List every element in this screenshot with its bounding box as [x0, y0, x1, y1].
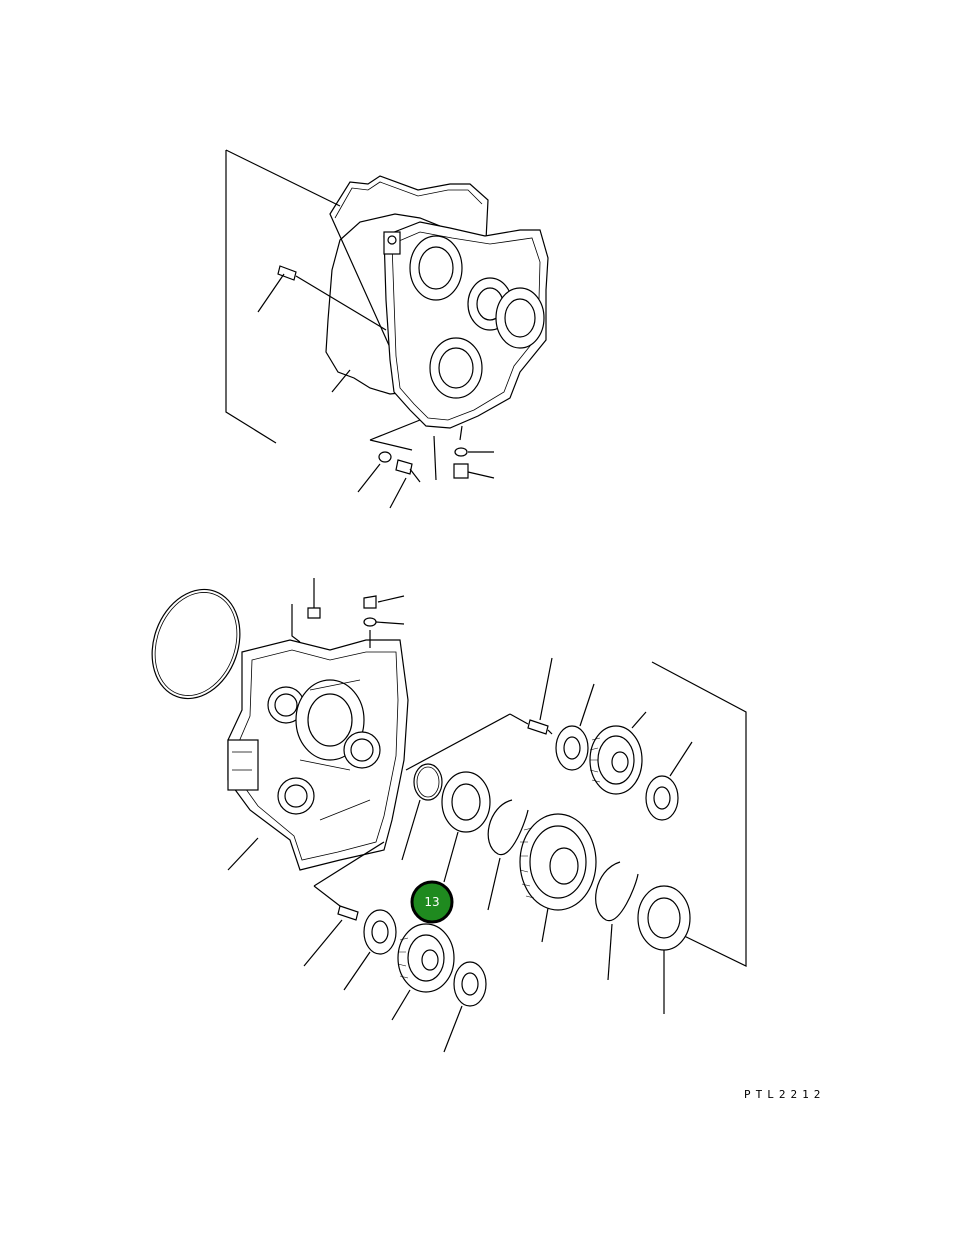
upper-drain-plug [453, 463, 469, 479]
lower-top-oring [363, 617, 377, 627]
left-gear [397, 923, 455, 993]
lower-case-assembly [151, 578, 747, 1053]
left-breather [337, 905, 359, 921]
callout-13-marker [410, 880, 454, 924]
left-bearing-1 [363, 909, 397, 955]
large-gear [519, 813, 597, 911]
upper-gasket [325, 175, 489, 395]
bearing-13 [441, 771, 491, 833]
right-bearing-3 [637, 885, 691, 951]
right-bearing-2 [645, 775, 679, 821]
right-bearing-1 [555, 725, 589, 771]
drawing-code: PTL2212 [744, 1088, 825, 1101]
upper-oring [454, 447, 468, 457]
upper-washer [378, 451, 392, 463]
upper-bolt [395, 459, 413, 475]
callout-13[interactable]: 13 [410, 880, 454, 924]
large-oring [151, 588, 241, 700]
callout-13-label: 13 [424, 895, 439, 909]
upper-cover-assembly [225, 149, 549, 509]
lower-top-plug [363, 595, 377, 609]
snap-ring-2 [487, 799, 529, 855]
left-bearing-2 [453, 961, 487, 1007]
dowel-pin [277, 265, 297, 281]
right-breather [527, 719, 549, 735]
lower-top-bolt [307, 607, 321, 619]
snap-ring-1 [413, 763, 443, 801]
snap-ring-3 [595, 861, 639, 921]
